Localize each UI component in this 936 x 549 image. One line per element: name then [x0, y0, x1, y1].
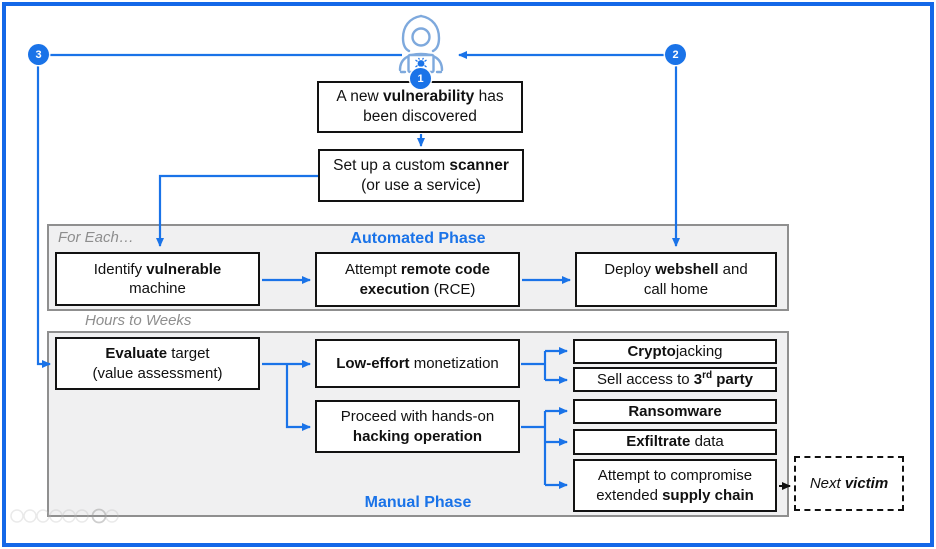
automated-phase-label: Automated Phase	[350, 230, 486, 247]
badge-3-number: 3	[35, 48, 42, 61]
manual-phase-label: Manual Phase	[364, 494, 472, 511]
step-badge-1: 1	[410, 68, 431, 89]
node-next-victim: Next victim	[794, 456, 904, 511]
hours-to-weeks-label: Hours to Weeks	[85, 312, 192, 329]
node-exfiltrate-data: Exfiltrate data	[573, 429, 777, 455]
watermark-player-icons	[10, 508, 119, 524]
node-low-effort-monetization: Low-effort monetization	[315, 339, 520, 388]
step-badge-3: 3	[28, 44, 49, 65]
hooded-hacker-laptop-icon	[398, 14, 444, 74]
badge-1-number: 1	[417, 72, 424, 85]
badge-2-number: 2	[672, 48, 679, 61]
bug-icon	[415, 57, 427, 68]
node-sell-access: Sell access to 3rd party	[573, 367, 777, 392]
node-setup-scanner: Set up a custom scanner(or use a service…	[318, 149, 524, 202]
step-badge-2: 2	[665, 44, 686, 65]
node-cryptojacking: Cryptojacking	[573, 339, 777, 364]
node-ransomware: Ransomware	[573, 399, 777, 424]
node-evaluate-target: Evaluate target(value assessment)	[55, 337, 260, 390]
for-each-label: For Each…	[58, 229, 134, 246]
